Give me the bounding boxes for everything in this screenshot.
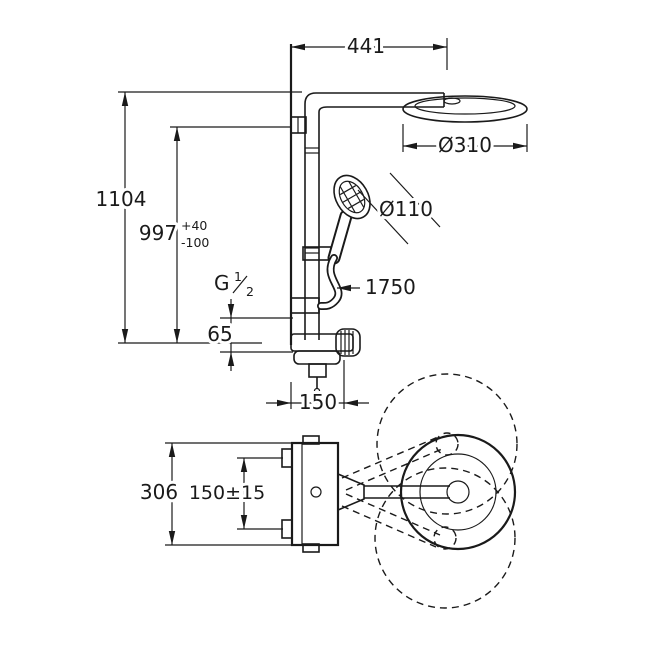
label-total-height: 1104 (96, 187, 147, 211)
label-hose-length: 1750 (365, 275, 416, 299)
dimension-projection: 150 (266, 360, 369, 417)
label-handshower-diameter: Ø110 (379, 197, 433, 221)
dimension-connection-spacing: 150±15 (186, 457, 283, 530)
label-tolerance-minus: -100 (181, 235, 209, 250)
label-tolerance-plus: +40 (181, 218, 207, 233)
ball-joint (337, 472, 365, 512)
label-thread-prefix: G (214, 271, 230, 295)
shower-arm-side (337, 433, 517, 551)
supply-connection-top (281, 448, 293, 468)
thread-label: G 1 2 (211, 267, 256, 301)
label-outlet-height: 997 (139, 221, 177, 245)
dimension-top-width: 441 (291, 31, 448, 70)
label-head-diameter: Ø310 (438, 133, 492, 157)
label-projection: 150 (299, 390, 337, 414)
hose-outlet (308, 363, 327, 378)
supply-connection-bottom (281, 519, 293, 539)
label-thread-numerator: 1 (234, 269, 242, 284)
dimension-body-height: 306 (137, 442, 292, 546)
head-circle-outer (399, 433, 517, 551)
label-valve-height: 65 (207, 322, 232, 346)
hand-shower (327, 174, 371, 265)
dimension-outlet-height: 997 +40 -100 (136, 126, 291, 343)
dimension-head-diameter: Ø310 (402, 124, 528, 160)
label-connection-spacing: 150±15 (189, 482, 265, 504)
wall-bracket-upper (290, 116, 307, 134)
handshower-diameter-callout: Ø110 (357, 172, 441, 245)
label-body-height: 306 (140, 480, 178, 504)
tilt-range-upper (341, 373, 518, 515)
label-thread-denominator: 2 (246, 284, 254, 299)
overhead-shower (402, 95, 528, 123)
dimension-total-height: 1104 (93, 91, 302, 343)
valve-assembly (290, 328, 361, 395)
dimension-valve-height: 65 (204, 299, 293, 371)
valve-body-side (281, 435, 340, 553)
control-dial (335, 328, 361, 357)
label-top-width: 441 (347, 34, 385, 58)
hose-length-callout: 1750 (337, 272, 419, 302)
hand-shower-head (333, 174, 371, 220)
shower-hose (317, 254, 343, 311)
tilt-range-lower (341, 467, 516, 609)
